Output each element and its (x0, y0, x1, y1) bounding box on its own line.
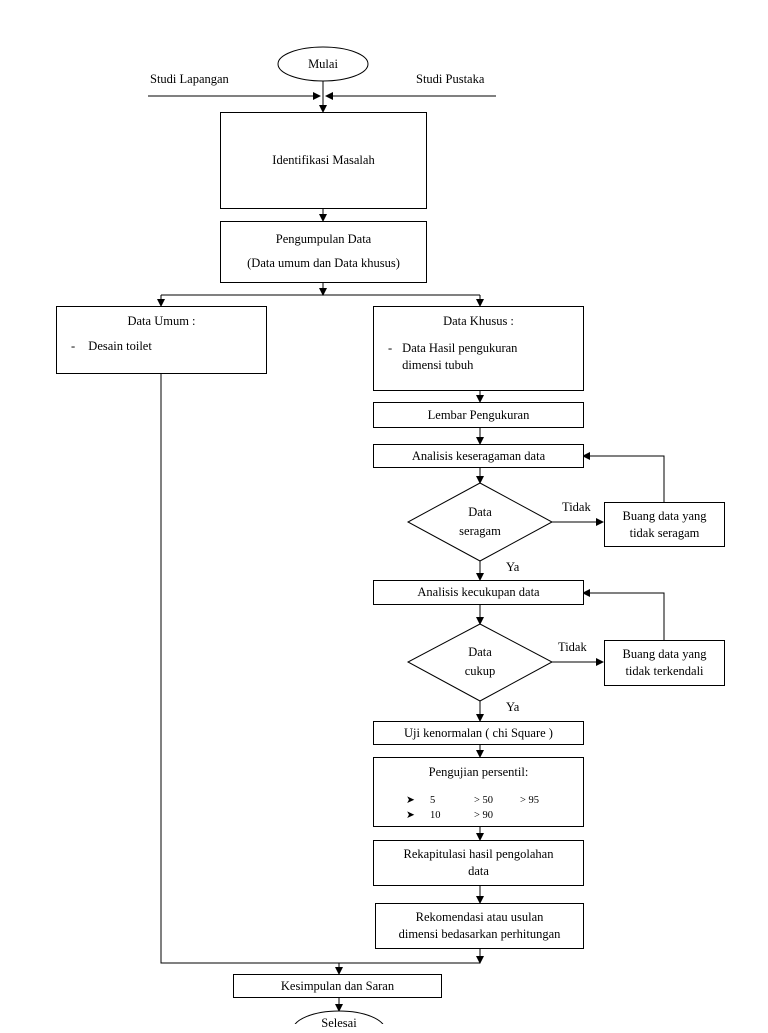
start-terminator-shape (277, 46, 369, 82)
data-khusus-bullet: - (388, 340, 393, 355)
box-data-khusus: Data Khusus : - Data Hasil pengukuran di… (373, 306, 584, 391)
data-khusus-item-line1: Data Hasil pengukuran (402, 340, 518, 355)
decision-cukup-line2: cukup (464, 664, 496, 679)
data-khusus-item-line2: dimensi tubuh (402, 357, 474, 372)
rekap-line1: Rekapitulasi hasil pengolahan (403, 847, 554, 862)
label-studi-pustaka: Studi Pustaka (416, 72, 485, 86)
persentil-row2-b: > 90 (474, 810, 494, 821)
decision-cukup-shape (406, 623, 554, 702)
rekomendasi-line2: dimensi bedasarkan perhitungan (398, 927, 561, 941)
rekap-line2: data (468, 864, 489, 878)
lembar-text: Lembar Pengukuran (427, 407, 530, 422)
rekomendasi-line1: Rekomendasi atau usulan (415, 910, 544, 925)
box-pengujian-persentil: Pengujian persentil: ➤ 5 > 50 > 95 ➤ 10 … (373, 757, 584, 827)
identifikasi-text: Identifikasi Masalah (272, 153, 375, 168)
arrow-buang-seragam-back (582, 452, 665, 502)
decision-seragam-line1: Data (468, 505, 492, 519)
box-pengumpulan-data: Pengumpulan Data (Data umum dan Data khu… (220, 221, 427, 283)
data-umum-title: Data Umum : (127, 314, 196, 328)
end-terminator-shape (294, 1010, 384, 1024)
label-ya-seragam: Ya (506, 560, 520, 574)
pengumpulan-line2: (Data umum dan Data khusus) (247, 256, 400, 270)
box-rekomendasi: Rekomendasi atau usulan dimensi bedasark… (375, 903, 584, 949)
buang-terkendali-line1: Buang data yang (622, 647, 707, 662)
box-data-umum: Data Umum : - Desain toilet (56, 306, 267, 374)
persentil-row1-marker: ➤ (406, 795, 415, 806)
persentil-row1-c: > 95 (520, 795, 540, 806)
persentil-title: Pengujian persentil: (428, 765, 529, 779)
decision-seragam-shape (406, 482, 554, 562)
data-khusus-title: Data Khusus : (443, 314, 514, 328)
arrow-buang-terkendali-back (582, 589, 665, 640)
buang-seragam-line2: tidak seragam (629, 525, 700, 540)
label-ya-cukup: Ya (506, 700, 520, 714)
analisis-keseragaman-text: Analisis keseragaman data (411, 448, 546, 463)
box-uji-kenormalan: Uji kenormalan ( chi Square ) (373, 721, 584, 745)
data-umum-item-row: - Desain toilet (71, 338, 266, 355)
label-studi-lapangan: Studi Lapangan (150, 72, 229, 86)
buang-terkendali-line2: tidak terkendali (625, 664, 704, 678)
persentil-row1-b: > 50 (474, 795, 494, 806)
decision-seragam-text: Data seragam (420, 503, 540, 542)
buang-seragam-line1: Buang data yang (622, 508, 707, 523)
label-tidak-cukup: Tidak (558, 640, 587, 654)
data-umum-item: Desain toilet (88, 338, 152, 353)
uji-text: Uji kenormalan ( chi Square ) (404, 725, 553, 740)
box-analisis-keseragaman: Analisis keseragaman data (373, 444, 584, 468)
persentil-row2-marker: ➤ (406, 810, 415, 821)
box-buang-tidak-seragam: Buang data yang tidak seragam (604, 502, 725, 547)
box-identifikasi-masalah: Identifikasi Masalah (220, 112, 427, 209)
data-khusus-item-row: - Data Hasil pengukuran dimensi tubuh (388, 340, 583, 374)
decision-seragam-line2: seragam (459, 524, 501, 539)
box-kesimpulan-saran: Kesimpulan dan Saran (233, 974, 442, 998)
decision-cukup-text: Data cukup (420, 643, 540, 682)
data-umum-bullet: - (71, 338, 76, 353)
label-tidak-seragam: Tidak (562, 500, 591, 514)
box-analisis-kecukupan: Analisis kecukupan data (373, 580, 584, 605)
box-rekapitulasi: Rekapitulasi hasil pengolahan data (373, 840, 584, 886)
box-lembar-pengukuran: Lembar Pengukuran (373, 402, 584, 428)
analisis-kecukupan-text: Analisis kecukupan data (417, 585, 540, 600)
line-data-umum-down (160, 374, 480, 964)
persentil-row1-a: 5 (430, 795, 436, 806)
decision-cukup-line1: Data (468, 645, 492, 659)
data-khusus-item: Data Hasil pengukuran dimensi tubuh (402, 340, 517, 374)
pengumpulan-line1: Pengumpulan Data (275, 232, 372, 247)
kesimpulan-text: Kesimpulan dan Saran (280, 978, 395, 993)
start-label: Mulai (308, 57, 338, 71)
box-buang-tidak-terkendali: Buang data yang tidak terkendali (604, 640, 725, 686)
persentil-row2-a: 10 (430, 810, 441, 821)
